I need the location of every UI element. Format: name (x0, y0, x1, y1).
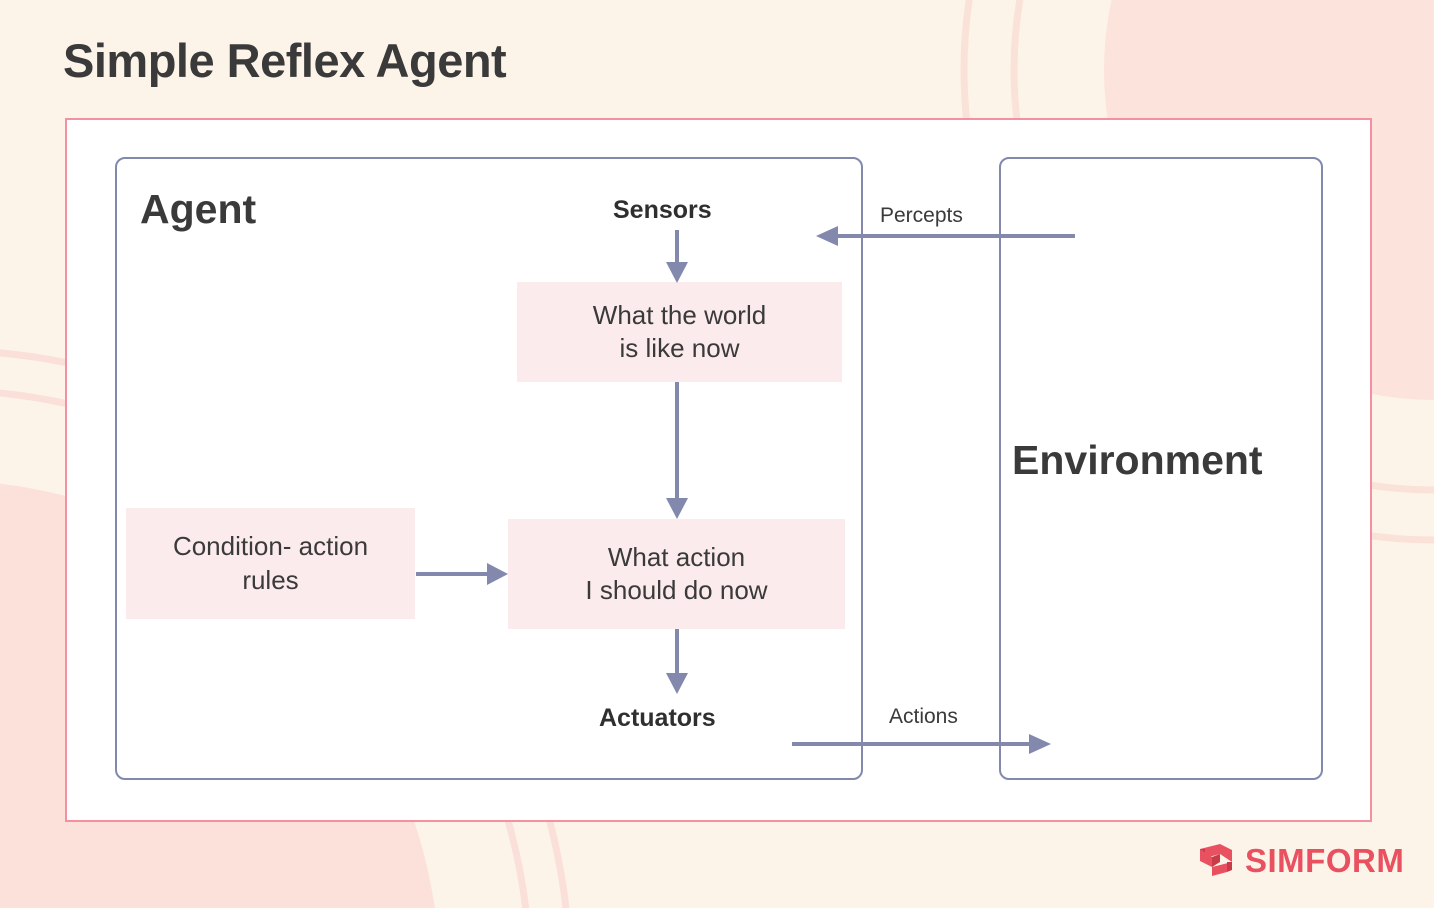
edge-label-percepts: Percepts (880, 204, 963, 227)
process-box-line-2: is like now (619, 333, 740, 363)
brand-logo: SIMFORM (1196, 836, 1404, 884)
process-box-line-1: Condition- action (172, 531, 369, 562)
process-box-line-2: rules (242, 564, 299, 595)
actuators-label: Actuators (599, 704, 716, 732)
process-box-what-action-i-should-do-now: What action I should do now (508, 519, 845, 629)
agent-label: Agent (140, 186, 257, 232)
simform-logo-icon (1200, 844, 1232, 876)
environment-label: Environment (1012, 437, 1263, 483)
edge-label-actions: Actions (889, 705, 958, 728)
page-title: Simple Reflex Agent (63, 34, 507, 87)
brand-wordmark: SIMFORM (1245, 841, 1405, 879)
sensors-label: Sensors (613, 196, 712, 224)
process-box-line-1: What action (607, 541, 746, 572)
process-box-line-2: I should do now (585, 575, 768, 605)
agent-container-box (115, 157, 863, 780)
process-box-line-1: What the world (592, 299, 767, 330)
process-box-what-the-world-is-like-now: What the world is like now (517, 282, 842, 382)
process-box-condition-action-rules: Condition- action rules (126, 508, 415, 619)
